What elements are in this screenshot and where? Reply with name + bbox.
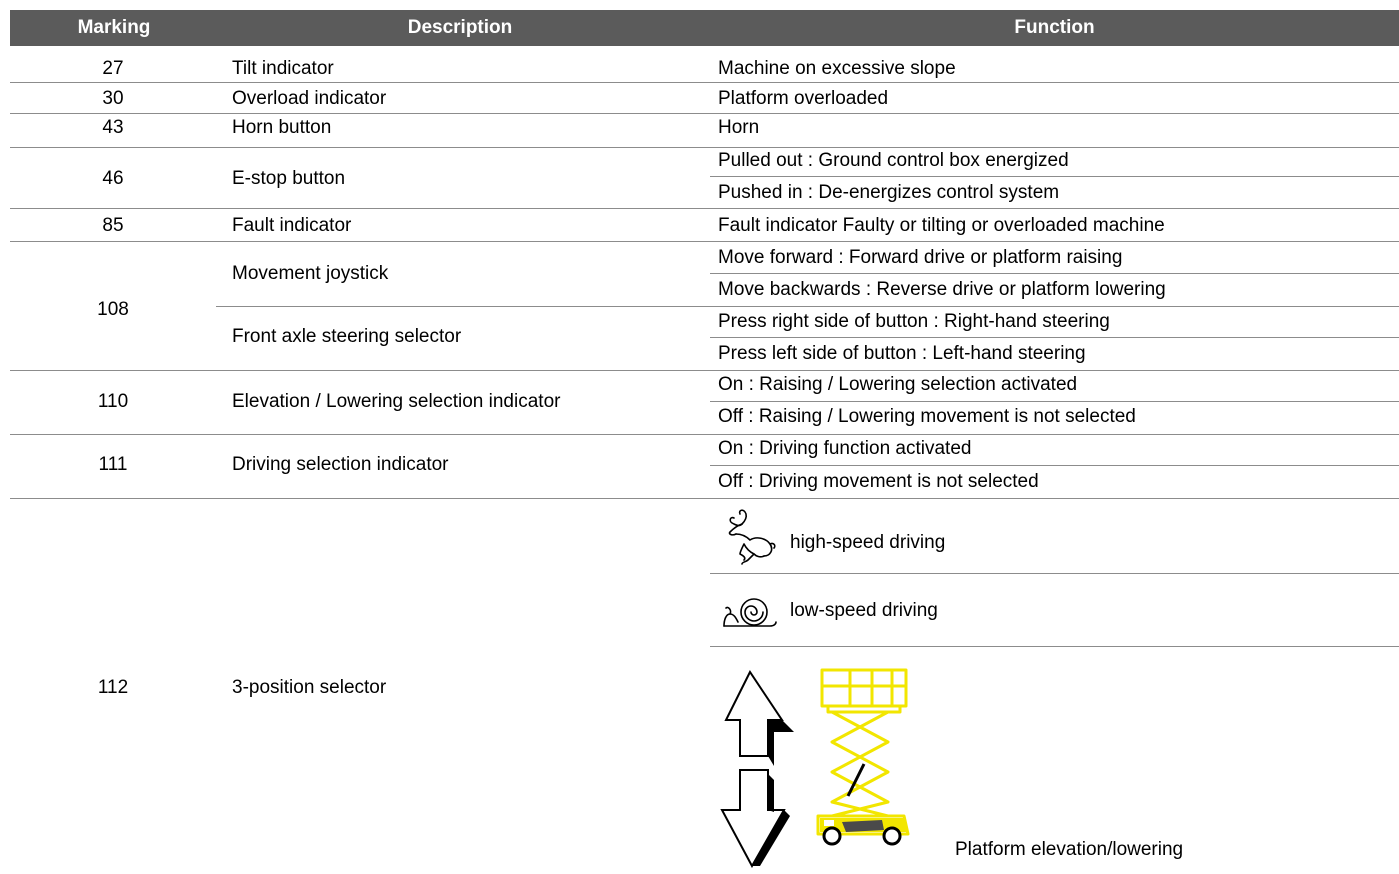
description-27: Tilt indicator	[232, 58, 334, 79]
header-function: Function	[1014, 17, 1095, 38]
function-112-high-speed: high-speed driving	[790, 532, 946, 553]
header-description: Description	[407, 17, 513, 38]
description-30: Overload indicator	[232, 88, 387, 109]
marking-110: 110	[97, 391, 129, 412]
marking-111: 111	[98, 454, 128, 475]
sub-divider	[710, 176, 1399, 177]
function-85: Fault indicator Faulty or tilting or ove…	[718, 215, 1165, 236]
sub-divider	[710, 646, 1399, 647]
function-112-low-speed: low-speed driving	[790, 600, 938, 621]
function-108-backward: Move backwards : Reverse drive or platfo…	[718, 279, 1166, 300]
description-108-steering: Front axle steering selector	[232, 326, 462, 347]
function-43: Horn	[718, 117, 760, 138]
row-divider	[10, 498, 1399, 499]
description-110: Elevation / Lowering selection indicator	[232, 391, 561, 412]
marking-27: 27	[102, 58, 124, 79]
sub-divider	[710, 573, 1399, 574]
scissor-lift-icon	[812, 666, 912, 848]
sub-divider	[710, 465, 1399, 466]
sub-divider	[710, 273, 1399, 274]
row-divider	[10, 208, 1399, 209]
snail-icon	[720, 592, 780, 630]
description-46: E-stop button	[232, 168, 346, 189]
function-110-on: On : Raising / Lowering selection activa…	[718, 374, 1078, 395]
function-108-left: Press left side of button : Left-hand st…	[718, 343, 1086, 364]
function-108-forward: Move forward : Forward drive or platform…	[718, 247, 1123, 268]
function-110-off: Off : Raising / Lowering movement is not…	[718, 406, 1136, 427]
marking-46: 46	[102, 168, 124, 189]
sub-divider	[710, 401, 1399, 402]
description-108-joystick: Movement joystick	[232, 263, 389, 284]
row-divider	[10, 241, 1399, 242]
function-108-right: Press right side of button : Right-hand …	[718, 311, 1110, 332]
function-112-elevation: Platform elevation/lowering	[955, 839, 1184, 860]
header-marking: Marking	[77, 17, 151, 38]
description-85: Fault indicator	[232, 215, 352, 236]
marking-112: 112	[97, 677, 129, 698]
function-30: Platform overloaded	[718, 88, 889, 109]
function-27: Machine on excessive slope	[718, 58, 956, 79]
up-down-arrows-icon	[716, 662, 802, 869]
marking-30: 30	[102, 88, 124, 109]
marking-43: 43	[102, 117, 124, 138]
table-header: Marking Description Function	[10, 10, 1399, 46]
function-46-pushed: Pushed in : De-energizes control system	[718, 182, 1060, 203]
row-divider	[10, 370, 1399, 371]
description-112: 3-position selector	[232, 677, 387, 698]
function-46-pulled: Pulled out : Ground control box energize…	[718, 150, 1069, 171]
description-111: Driving selection indicator	[232, 454, 449, 475]
row-divider	[10, 147, 1399, 148]
row-divider	[10, 82, 1399, 83]
sub-divider	[710, 337, 1399, 338]
function-111-on: On : Driving function activated	[718, 438, 972, 459]
marking-108: 108	[97, 299, 129, 320]
row-divider	[10, 434, 1399, 435]
description-43: Horn button	[232, 117, 332, 138]
row-divider	[10, 113, 1399, 114]
rabbit-icon	[720, 508, 778, 572]
function-111-off: Off : Driving movement is not selected	[718, 471, 1039, 492]
marking-85: 85	[102, 215, 124, 236]
sub-divider	[216, 306, 1399, 307]
